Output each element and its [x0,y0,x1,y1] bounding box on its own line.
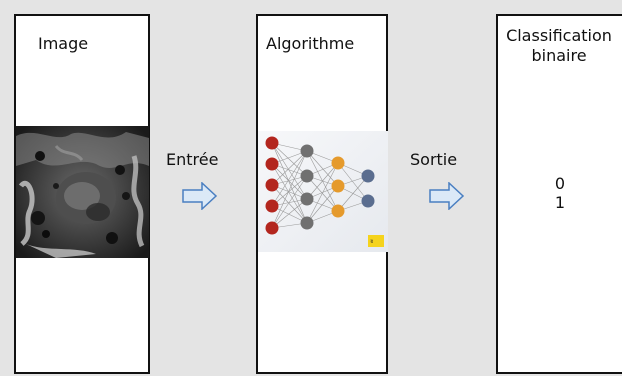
network-edge [271,163,308,200]
network-edge [271,163,308,224]
network-node-layer-3 [331,179,345,193]
network-node-layer-1 [265,178,279,192]
network-node-layer-3 [331,204,345,218]
classification-title-line2: binaire [531,46,587,65]
network-edge [271,198,308,229]
network-edge [271,175,308,207]
classification-title-line1: Classification [506,26,612,45]
mri-scan-image [16,126,149,258]
network-node-layer-1 [265,199,279,213]
classification-panel-title: Classification binaire [496,26,622,66]
right-arrow-icon [182,182,218,210]
neural-network-image: ʬ [258,131,388,252]
output-value-0: 0 [554,174,566,193]
network-edge [306,150,339,187]
network-node-layer-2 [300,216,314,230]
network-edge [271,150,308,207]
network-edge [271,150,308,186]
algorithm-panel-title: Algorithme [266,34,355,53]
logo-badge [368,235,384,247]
network-edge [271,142,308,224]
output-value-1: 1 [554,193,566,212]
network-node-layer-1 [265,221,279,235]
svg-text:ʬ: ʬ [371,239,374,245]
network-edge [306,185,339,224]
network-node-layer-2 [300,144,314,158]
network-edge [337,162,369,202]
network-edge [271,184,308,224]
image-panel-title: Image [38,34,89,53]
network-edge [271,175,308,229]
network-edge [306,162,339,224]
output-label: Sortie [410,150,458,169]
right-arrow-icon [429,182,465,210]
network-nodes [265,136,375,235]
network-node-layer-1 [265,157,279,171]
network-edge [271,142,308,200]
network-node-layer-3 [331,156,345,170]
network-node-layer-4 [361,169,375,183]
network-edge [271,142,308,177]
network-edge [306,162,339,200]
classification-panel [496,14,622,374]
classification-outputs: 0 1 [498,174,622,212]
network-node-layer-4 [361,194,375,208]
network-edge [271,150,308,229]
input-label: Entrée [166,150,219,169]
network-node-layer-1 [265,136,279,150]
network-node-layer-2 [300,192,314,206]
network-edge [337,175,369,212]
network-node-layer-2 [300,169,314,183]
